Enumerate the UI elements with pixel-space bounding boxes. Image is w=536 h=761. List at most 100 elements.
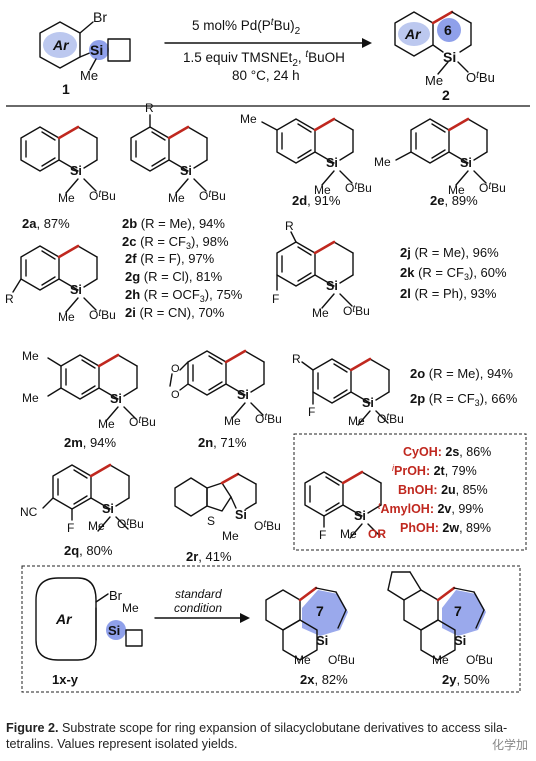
svg-text:R: R [292, 352, 301, 366]
svg-text:F: F [272, 292, 279, 306]
svg-text:2h (R = OCF3), 75%: 2h (R = OCF3), 75% [125, 287, 243, 304]
svg-text:OtBu: OtBu [466, 653, 493, 667]
svg-text:Ar: Ar [52, 37, 70, 53]
top-scheme: Ar Br Si Me 1 5 mol% Pd(PtBu)2 1.5 equiv… [39, 9, 495, 103]
svg-text:Me: Me [88, 519, 105, 533]
svg-text:OtBu: OtBu [343, 304, 370, 318]
svg-text:iPrOH: 2t, 79%: iPrOH: 2t, 79% [392, 463, 477, 478]
svg-text:2y, 50%: 2y, 50% [442, 672, 490, 687]
svg-text:Me: Me [340, 527, 357, 541]
watermark: 化学加 [491, 738, 528, 752]
svg-text:2: 2 [442, 87, 450, 103]
svg-text:Si: Si [237, 388, 249, 402]
svg-text:F: F [319, 528, 326, 542]
svg-text:Me: Me [425, 73, 443, 88]
svg-text:OtBu: OtBu [466, 70, 495, 85]
svg-text:Me: Me [448, 183, 465, 197]
svg-text:Si: Si [102, 502, 114, 516]
svg-text:OtBu: OtBu [328, 653, 355, 667]
svg-text:F: F [67, 521, 74, 535]
svg-text:Me: Me [168, 191, 185, 205]
svg-text:2i (R = CN), 70%: 2i (R = CN), 70% [125, 305, 225, 320]
svg-text:Si: Si [110, 392, 122, 406]
svg-text:Me: Me [58, 191, 75, 205]
svg-text:Br: Br [109, 588, 123, 603]
svg-text:2o (R = Me), 94%: 2o (R = Me), 94% [410, 366, 513, 381]
svg-text:S: S [207, 514, 215, 528]
svg-text:OtBu: OtBu [345, 181, 372, 195]
svg-text:2j (R = Me), 96%: 2j (R = Me), 96% [400, 245, 499, 260]
svg-text:R: R [145, 101, 154, 115]
svg-text:2p (R = CF3), 66%: 2p (R = CF3), 66% [410, 391, 518, 408]
svg-text:Me: Me [224, 414, 241, 428]
svg-text:Me: Me [122, 601, 139, 615]
svg-text:2b (R = Me), 94%: 2b (R = Me), 94% [122, 216, 225, 231]
si-highlight [89, 40, 109, 60]
svg-text:PhOH: 2w, 89%: PhOH: 2w, 89% [400, 521, 491, 535]
svg-text:Me: Me [348, 414, 365, 428]
compound-2s-2w: F Si Me OR [303, 470, 386, 542]
svg-text:Me: Me [22, 349, 39, 363]
svg-text:2l (R = Ph), 93%: 2l (R = Ph), 93% [400, 286, 497, 301]
svg-text:Si: Si [108, 623, 120, 638]
arrow-standard-condition: standard condition [154, 587, 250, 623]
svg-text:OR: OR [368, 527, 386, 541]
svg-text:O: O [171, 389, 180, 401]
alcohol-list: CyOH: 2s, 86% iPrOH: 2t, 79% BnOH: 2u, 8… [378, 445, 491, 535]
svg-text:7: 7 [454, 603, 462, 619]
svg-text:Si: Si [235, 508, 247, 522]
svg-text:standard: standard [175, 587, 222, 601]
svg-text:Br: Br [93, 9, 107, 25]
alcohol-scope-box [293, 433, 527, 551]
svg-text:6: 6 [444, 22, 452, 38]
substrate-1x-y: Ar Br Si Me 1x-y [35, 577, 143, 687]
compound-2y: 7 Si Me OtBu 2y, 50% [387, 571, 493, 687]
figure-label: Figure 2. [6, 721, 59, 735]
svg-text:Me: Me [240, 112, 257, 126]
svg-text:Me: Me [58, 310, 75, 324]
svg-text:7: 7 [316, 603, 324, 619]
svg-text:Me: Me [432, 653, 449, 667]
svg-text:2c (R = CF3), 98%: 2c (R = CF3), 98% [122, 234, 229, 251]
svg-text:Si: Si [70, 164, 82, 178]
figure-caption-text: Substrate scope for ring expansion of si… [6, 721, 508, 751]
svg-text:Me: Me [374, 155, 391, 169]
svg-text:Si: Si [180, 164, 192, 178]
svg-text:Si: Si [326, 156, 338, 170]
svg-text:Me: Me [98, 417, 115, 431]
svg-text:2f (R = F), 97%: 2f (R = F), 97% [125, 251, 215, 266]
svg-text:condition: condition [174, 601, 222, 615]
svg-text:Si: Si [90, 42, 103, 58]
svg-text:Si: Si [354, 509, 366, 523]
svg-text:Me: Me [22, 391, 39, 405]
svg-text:2r, 41%: 2r, 41% [186, 549, 232, 564]
svg-text:2g (R = Cl), 81%: 2g (R = Cl), 81% [125, 269, 223, 284]
svg-text:R: R [5, 292, 14, 306]
svg-text:BnOH: 2u, 85%: BnOH: 2u, 85% [398, 483, 488, 497]
svg-text:Me: Me [222, 529, 239, 543]
svg-text:Ar: Ar [404, 26, 422, 42]
svg-text:OtBu: OtBu [479, 181, 506, 195]
svg-text:OtBu: OtBu [129, 415, 156, 429]
svg-text:Si: Si [454, 633, 466, 648]
svg-text:2q, 80%: 2q, 80% [64, 543, 113, 558]
svg-text:Ar: Ar [55, 611, 73, 627]
svg-text:2d, 91%: 2d, 91% [292, 193, 341, 208]
svg-text:Si: Si [443, 49, 456, 65]
svg-text:OtBu: OtBu [89, 189, 116, 203]
svg-text:Si: Si [362, 396, 374, 410]
svg-text:tAmylOH: 2v, 99%: tAmylOH: 2v, 99% [378, 501, 483, 516]
svg-text:2n, 71%: 2n, 71% [198, 435, 247, 450]
svg-text:80 °C, 24 h: 80 °C, 24 h [232, 68, 300, 83]
